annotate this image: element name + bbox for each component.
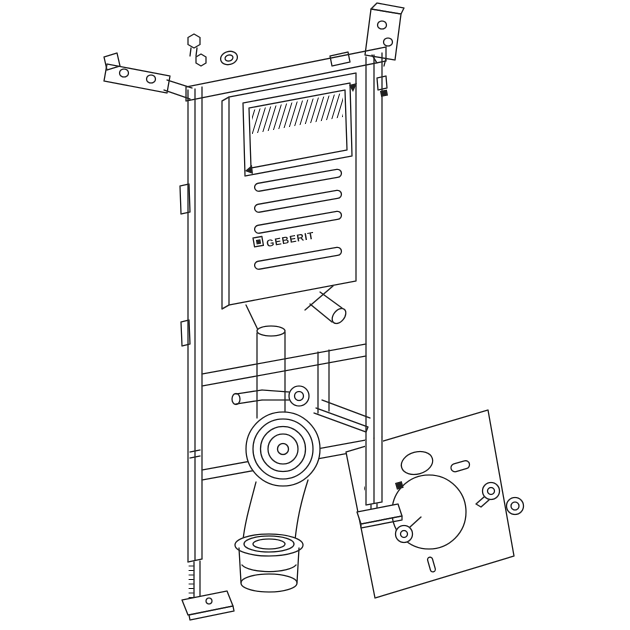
screw-head-icon [481, 481, 501, 501]
frame-top-crossbar [185, 46, 387, 102]
frame-mid-crossbar [201, 343, 367, 387]
marker-triangle-right [349, 83, 357, 92]
adjustable-foot-right [356, 436, 403, 529]
depth-gauge-ticks [188, 565, 195, 603]
protection-cover-hatch [252, 93, 343, 134]
water-supply-connection [231, 385, 310, 407]
cistern-slot [253, 246, 343, 270]
supply-cutout [400, 450, 434, 476]
washer-icon [505, 496, 525, 516]
drain-outlet-socket [234, 533, 304, 593]
wall-bracket-left [103, 52, 193, 100]
drain-bend [242, 411, 321, 541]
hex-nut-icon [195, 53, 207, 67]
flush-bend [309, 291, 347, 325]
bottom-slot [426, 556, 436, 573]
screw-on-mat-icon [394, 524, 414, 544]
cistern: GEBERIT [221, 72, 357, 331]
rail-tab-upper [179, 183, 191, 215]
flush-pipe [256, 325, 286, 419]
fastener-bolt-and-washer [187, 33, 239, 67]
marker-triangle-left [245, 165, 253, 174]
wall-anchor-rods [313, 399, 371, 433]
rail-tab-lower [180, 319, 191, 347]
seal-ring-icon [219, 50, 239, 66]
square-mark [394, 481, 404, 490]
cistern-slot [253, 168, 343, 192]
cistern-slot [253, 189, 343, 213]
slot-cutout-right [450, 460, 471, 473]
mat-fixing-screw [475, 481, 525, 516]
mounting-frame [179, 46, 389, 563]
frame-support-bar [317, 349, 330, 414]
adjustable-foot-left [181, 560, 235, 621]
wall-bracket-right [364, 2, 405, 67]
flush-plate-window [242, 82, 353, 177]
cistern-slot [253, 210, 343, 234]
frame-left-rail [187, 86, 203, 563]
hex-bolt-icon [187, 33, 201, 49]
